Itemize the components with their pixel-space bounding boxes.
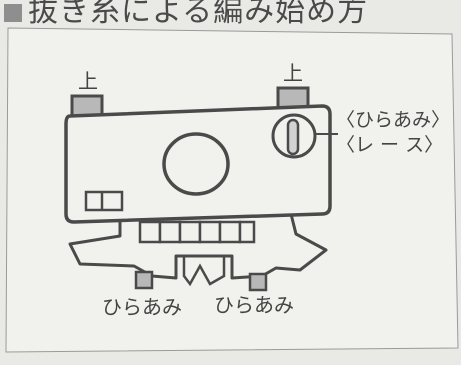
center-notch [182,256,226,287]
tab-top-left [70,94,104,118]
small-box-left [84,190,124,212]
label-lace-line2: 〈レ ー ス〉 [336,134,443,156]
label-bottom-left: ひらあみ [102,295,182,319]
title-text: 抜き糸による編み始め方 [28,0,369,29]
title-bullet-icon [4,3,22,22]
tab-bottom-left [134,270,154,290]
label-top-right: 上 [283,61,303,85]
tab-bottom-right [248,272,268,292]
bottom-piece [68,208,328,280]
label-lace-line1: 〈ひらあみ〉 [336,109,450,131]
lace-slot [286,118,300,156]
label-bottom-right: ひらあみ [214,293,294,317]
page-title: 抜き糸による編み始め方 [4,0,368,30]
label-top-left: 上 [78,69,98,93]
center-hole [162,132,230,196]
button-row [138,220,256,244]
